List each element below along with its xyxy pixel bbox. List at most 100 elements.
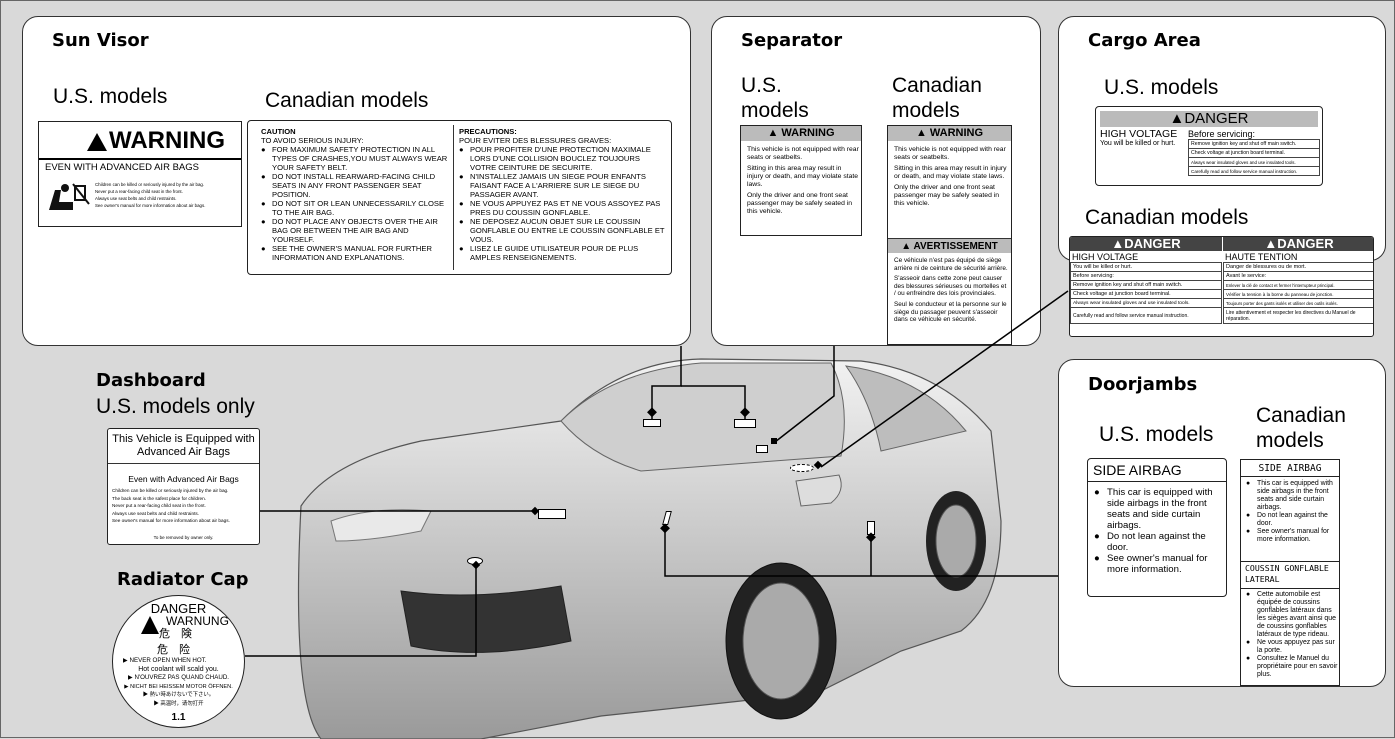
warning-triangle-icon: ▲: [767, 127, 782, 139]
doorjambs-can-label: SIDE AIRBAG This car is equipped with si…: [1240, 459, 1340, 686]
list-item: Children can be killed or seriously inju…: [112, 488, 229, 493]
warning-text: WARNING: [781, 127, 835, 139]
table-cell: Carefully read and follow service manual…: [1070, 307, 1222, 324]
doorjambs-title: Doorjambs: [1088, 374, 1198, 395]
sun-visor-can-heading: Canadian models: [265, 89, 429, 112]
radiator-danger: DANGER: [150, 601, 207, 616]
table-cell: Lire attentivement et respecter les dire…: [1223, 307, 1373, 324]
car-front-rim: [742, 582, 820, 700]
warning-triangle-icon: ▲: [1264, 236, 1278, 251]
list-item: Children can be killed or seriously inju…: [95, 182, 205, 187]
marker-dashboard: [538, 509, 566, 519]
separator-fr-p3: Seul le conducteur et la personne sur le…: [894, 300, 1007, 324]
dashboard-label-line: Even with Advanced Air Bags: [128, 474, 239, 484]
radiator-line: ▶ NICHT BEI HEISSEM MOTOR ÖFFNEN.: [124, 683, 233, 690]
cargo-us-danger: ▲DANGER: [1100, 111, 1318, 127]
car-rear-rim: [935, 504, 977, 578]
cargo-can-fr-table: Danger de blessures ou de mort. Avant le…: [1223, 262, 1373, 324]
caution-list: FOR MAXIMUM SAFETY PROTECTION IN ALL TYP…: [261, 145, 451, 262]
separator-can-label: ▲ WARNING This vehicle is not equipped w…: [887, 125, 1012, 345]
list-item: Never put a rear-facing child seat in th…: [112, 503, 206, 508]
cargo-can-en-table: You will be killed or hurt. Before servi…: [1070, 262, 1222, 324]
callout-doorjambs: [664, 525, 1058, 577]
list-item: DO NOT SIT OR LEAN UNNECESSARILY CLOSE T…: [261, 199, 451, 217]
callout-dot: [660, 523, 670, 534]
danger-text: DANGER: [1124, 236, 1181, 251]
side-airbag-heading: SIDE AIRBAG: [1088, 459, 1226, 482]
table-row: Lire attentivement et respecter les dire…: [1223, 307, 1373, 324]
avertissement-text: AVERTISSEMENT: [913, 241, 998, 252]
cargo-us-heading: U.S. models: [1104, 76, 1219, 99]
sun-visor-us-heading: U.S. models: [53, 85, 168, 108]
cargo-us-label: ▲DANGER HIGH VOLTAGE You will be killed …: [1095, 106, 1323, 186]
radiator-cap-label: DANGER WARNUNG 危 険 危 险 ▶ NEVER OPEN WHEN…: [112, 595, 245, 728]
list-item: DO NOT INSTALL REARWARD-FACING CHILD SEA…: [261, 172, 451, 199]
separator-can-p3: Only the driver and one front seat passe…: [894, 184, 1000, 207]
separator-fr-p1: Ce véhicule n'est pas équipé de siège ar…: [894, 257, 1008, 272]
callout-radiator: [245, 568, 477, 657]
side-airbag-heading: SIDE AIRBAG: [1241, 460, 1339, 477]
high-voltage-text: HIGH VOLTAGE: [1100, 128, 1178, 140]
coussin-heading: COUSSIN GONFLABLE LATERAL: [1245, 563, 1329, 584]
separator-us-p3: Only the driver and one front seat passe…: [747, 192, 853, 215]
callout-sun-visor: [651, 346, 682, 419]
radiator-kanji-2: 危 险: [157, 644, 190, 656]
list-item: POUR PROFITER D'UNE PROTECTION MAXIMALE …: [459, 145, 667, 172]
child-seat-icon: [45, 180, 91, 212]
danger-text: DANGER: [1277, 236, 1334, 251]
callout-dot: [813, 460, 823, 470]
radiator-line: ▶ 熱い時あけないで下さい。: [142, 692, 215, 699]
doorjambs-can-list: This car is equipped with side airbags i…: [1246, 480, 1339, 544]
sun-visor-can-label: CAUTION TO AVOID SERIOUS INJURY: FOR MAX…: [247, 120, 672, 275]
callout-dot: [771, 438, 777, 444]
precautions-heading: PRECAUTIONS:: [459, 127, 517, 136]
car-grille: [400, 585, 572, 653]
sun-visor-us-line: EVEN WITH ADVANCED AIR BAGS: [45, 162, 199, 173]
dashboard-subtitle: U.S. models only: [96, 395, 255, 418]
doorjambs-us-heading: U.S. models: [1099, 423, 1214, 446]
list-item: The back seat is the safest place for ch…: [112, 495, 207, 501]
cargo-can-danger-label: ▲DANGER ▲DANGER HIGH VOLTAGE You will be…: [1069, 236, 1374, 337]
callout-dot: [866, 532, 876, 543]
cargo-panel: Cargo Area U.S. models ▲DANGER HIGH VOLT…: [1058, 16, 1386, 261]
list-item: Consultez le Manuel du propriétaire pour…: [1246, 655, 1339, 679]
list-item: Ne vous appuyez pas sur la porte.: [1246, 639, 1339, 655]
radiator-line: ▶ N'OUVREZ PAS QUAND CHAUD.: [127, 674, 230, 682]
radiator-line: ▶ NEVER OPEN WHEN HOT.: [123, 657, 207, 664]
separator-us-p2: Sitting in this area may result in injur…: [747, 165, 859, 188]
dashboard-label-head: This Vehicle is Equipped with Advanced A…: [112, 433, 255, 458]
separator-us-warning: ▲ WARNING: [741, 126, 861, 141]
doorjambs-us-list: This car is equipped with side airbags i…: [1094, 487, 1224, 575]
caution-heading: CAUTION: [261, 127, 296, 136]
haute-tention-text: HAUTE TENTION: [1225, 252, 1298, 262]
list-item: SEE THE OWNER'S MANUAL FOR FURTHER INFOR…: [261, 244, 451, 262]
separator-us-label: ▲ WARNING This vehicle is not equipped w…: [740, 125, 862, 236]
callout-cargo: [820, 290, 1069, 468]
separator-can-p2: Sitting in this area may result in injur…: [894, 165, 1007, 180]
before-servicing-text: Before servicing:: [1188, 129, 1256, 139]
killed-text: You will be killed or hurt.: [1100, 140, 1176, 147]
separator-panel: Separator U.S. models Canadian models ▲ …: [711, 16, 1041, 346]
callout-sun-visor-2: [681, 385, 746, 419]
dashboard-label: This Vehicle is Equipped with Advanced A…: [107, 428, 260, 545]
separator-fr-p2: S'asseoir dans cette zone peut causer de…: [894, 275, 1007, 298]
car-side-window: [844, 365, 967, 452]
list-item: NE VOUS APPUYEZ PAS ET NE VOUS ASSOYEZ P…: [459, 199, 667, 217]
doorjambs-fr-list: Cette automobile est équipée de coussins…: [1246, 591, 1339, 679]
car-mirror: [795, 474, 842, 507]
precautions-list: POUR PROFITER D'UNE PROTECTION MAXIMALE …: [459, 145, 667, 262]
list-item: Never put a rear-facing child seat in th…: [95, 189, 183, 194]
separator-can-heading: Canadian models: [892, 74, 982, 122]
separator-can-warning: ▲ WARNING: [888, 126, 1011, 141]
radiator-warnung: WARNUNG: [166, 614, 229, 628]
list-item: Do not lean against the door.: [1094, 531, 1224, 553]
callout-dot: [647, 407, 657, 418]
separator-title: Separator: [741, 30, 843, 51]
list-item: This car is equipped with side airbags i…: [1094, 487, 1224, 531]
callout-dot: [740, 407, 750, 418]
radiator-line: ▶ 高温时，请勿打开: [153, 700, 204, 707]
warning-text: WARNING: [929, 127, 984, 139]
radiator-kanji-1: 危 険: [159, 628, 192, 640]
